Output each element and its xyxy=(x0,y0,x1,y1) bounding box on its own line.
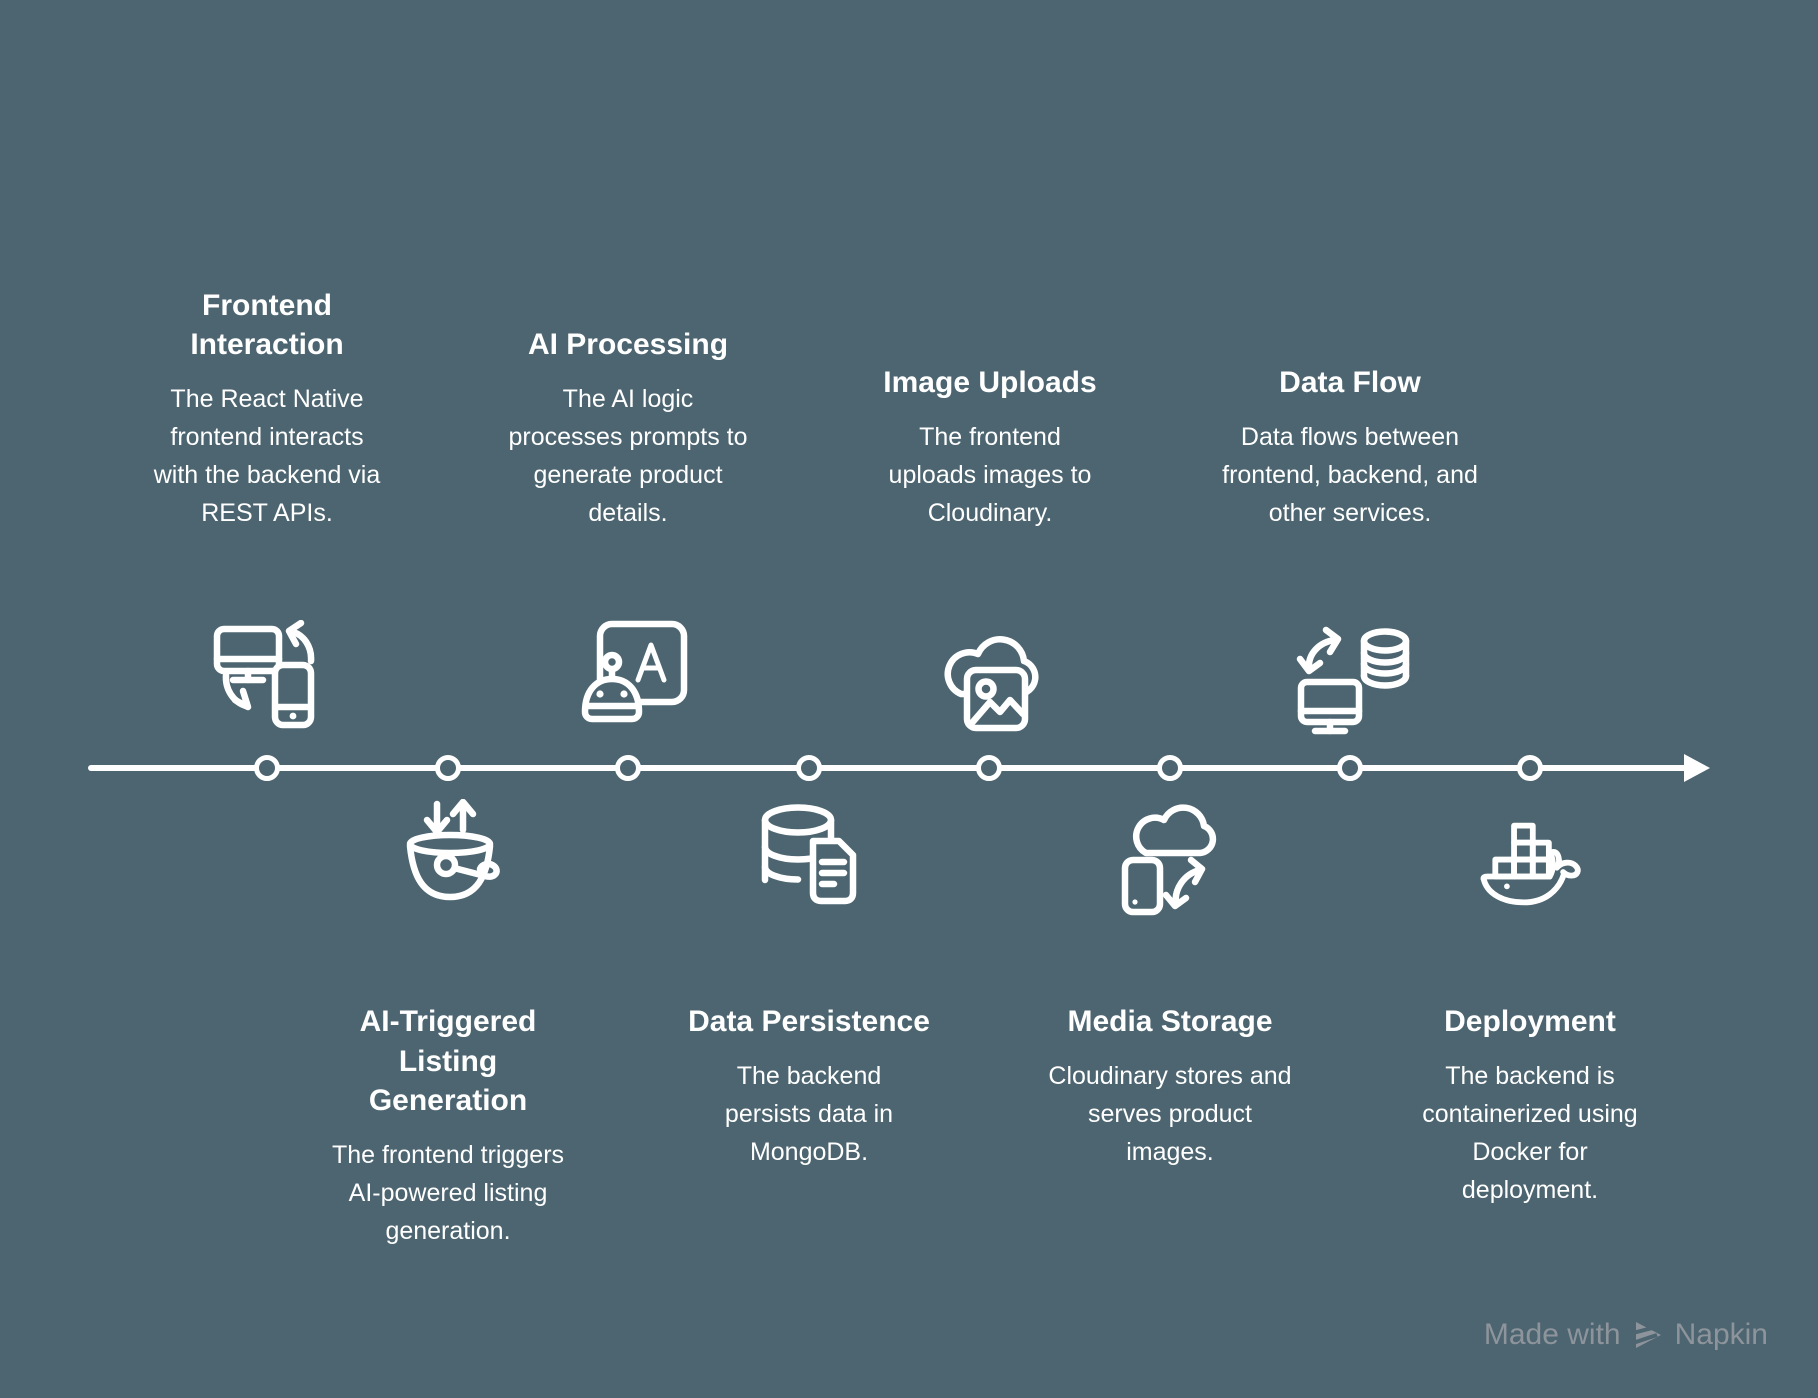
step-description: Cloudinary stores and serves product ima… xyxy=(1048,1061,1292,1166)
step-title: AI-Triggered Listing Generation xyxy=(359,1005,537,1118)
step-description: The AI logic processes prompts to genera… xyxy=(508,385,748,527)
docker-whale-icon xyxy=(1480,822,1581,906)
step-title: Media Storage xyxy=(1067,1005,1273,1038)
credit-brand: Napkin xyxy=(1674,1318,1768,1351)
timeline-node xyxy=(796,755,822,781)
timeline-node xyxy=(254,755,280,781)
step-title: Image Uploads xyxy=(883,366,1097,400)
step-description: The backend persists data in MongoDB. xyxy=(724,1061,894,1166)
timeline-line xyxy=(88,765,1688,771)
step-frontend-interaction: Frontend Interaction The React Native fr… xyxy=(137,286,397,532)
bucket-transfer-icon xyxy=(406,799,500,901)
step-ai-processing: AI Processing The AI logic processes pro… xyxy=(468,325,788,532)
step-title: Data Flow xyxy=(1279,366,1421,400)
timeline-node xyxy=(435,755,461,781)
timeline-node xyxy=(1517,755,1543,781)
timeline-node xyxy=(1337,755,1363,781)
cloud-device-sync-icon xyxy=(1121,804,1217,916)
step-title: Frontend Interaction xyxy=(190,288,344,362)
step-data-persistence: Data Persistence The backend persists da… xyxy=(649,1002,969,1171)
step-ai-triggered-listing-generation: AI-Triggered Listing Generation The fron… xyxy=(323,1002,573,1250)
step-description: Data flows between frontend, backend, an… xyxy=(1222,423,1478,527)
timeline-arrowhead-icon xyxy=(1684,754,1710,782)
step-description: The React Native frontend interacts with… xyxy=(153,385,381,527)
database-document-icon xyxy=(761,804,857,905)
step-image-uploads: Image Uploads The frontend uploads image… xyxy=(830,363,1150,532)
timeline-node xyxy=(976,755,1002,781)
cloud-image-icon xyxy=(944,636,1039,732)
step-description: The backend is containerized using Docke… xyxy=(1422,1061,1638,1204)
step-data-flow: Data Flow Data flows between frontend, b… xyxy=(1190,363,1510,532)
step-title: AI Processing xyxy=(527,328,729,362)
timeline-node xyxy=(1157,755,1183,781)
step-deployment: Deployment The backend is containerized … xyxy=(1370,1002,1690,1209)
step-title: Deployment xyxy=(1444,1005,1616,1038)
step-title: Data Persistence xyxy=(688,1005,930,1038)
step-media-storage: Media Storage Cloudinary stores and serv… xyxy=(1010,1002,1330,1171)
step-description: The frontend uploads images to Cloudinar… xyxy=(888,423,1092,527)
made-with-napkin-credit: Made with Napkin xyxy=(1484,1318,1768,1352)
credit-prefix: Made with xyxy=(1483,1318,1621,1351)
step-description: The frontend triggers AI-powered listing… xyxy=(331,1140,565,1245)
devices-sync-icon xyxy=(213,620,315,729)
ai-robot-chat-icon xyxy=(581,620,688,723)
sync-database-monitor-icon xyxy=(1296,626,1410,735)
timeline-node xyxy=(615,755,641,781)
napkin-logo-icon xyxy=(1632,1322,1661,1348)
